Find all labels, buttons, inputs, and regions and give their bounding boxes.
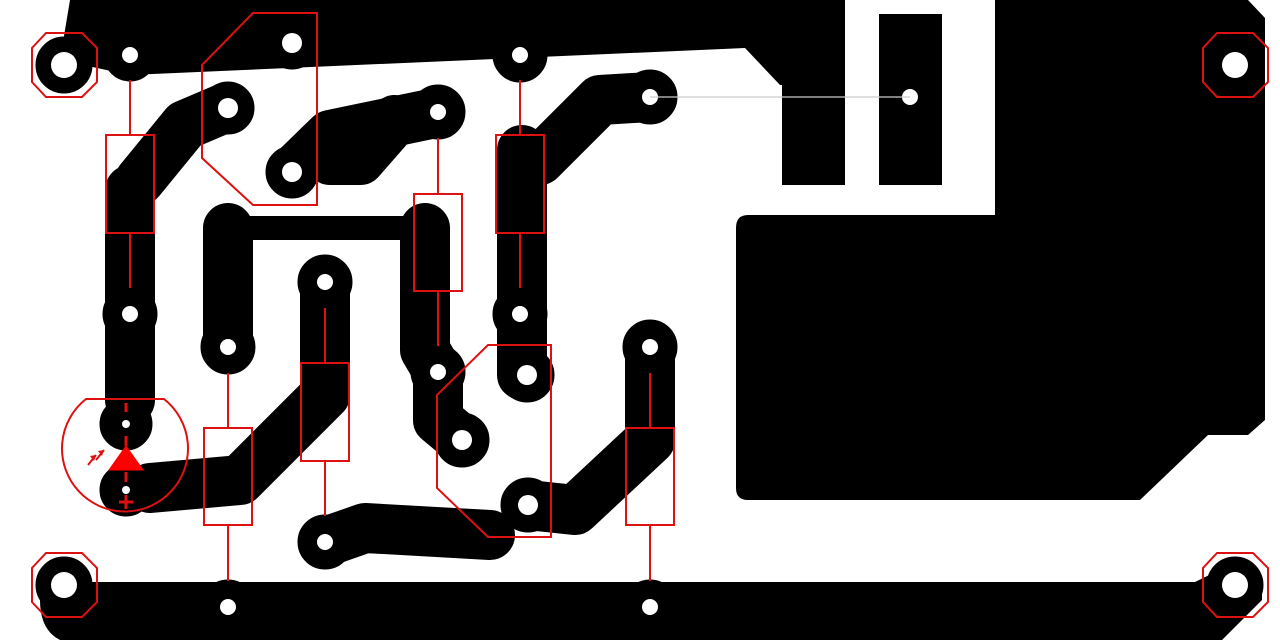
drill-hole xyxy=(517,365,537,385)
photodiode-triangle-icon xyxy=(108,445,144,471)
drill-hole xyxy=(512,47,528,63)
drill-layer xyxy=(51,33,1248,615)
mounting-hole-drill xyxy=(1222,572,1248,598)
drill-hole xyxy=(220,599,236,615)
mounting-hole-drill xyxy=(51,572,77,598)
drill-hole xyxy=(220,339,236,355)
drill-hole xyxy=(317,534,333,550)
drill-hole xyxy=(642,599,658,615)
light-arrow-head-icon xyxy=(98,450,104,456)
mounting-hole-drill xyxy=(51,52,77,78)
drill-hole xyxy=(317,274,333,290)
drill-hole xyxy=(122,47,138,63)
photodiode-outline xyxy=(61,398,189,513)
mounting-hole-outline xyxy=(31,32,98,98)
top-rail-pour xyxy=(60,0,845,85)
mosfet-tab-left xyxy=(782,85,845,185)
mounting-hole-outline xyxy=(31,552,98,618)
silkscreen-layer xyxy=(31,12,1269,618)
transistor-outline xyxy=(436,344,552,538)
drill-hole xyxy=(430,364,446,380)
drill-hole xyxy=(642,339,658,355)
right-copper-pour xyxy=(736,0,1265,500)
drill-hole xyxy=(518,495,538,515)
drill-hole xyxy=(452,430,472,450)
drill-hole xyxy=(282,162,302,182)
transistor-outline xyxy=(201,12,318,206)
drill-hole xyxy=(512,306,528,322)
mounting-hole-outline xyxy=(1202,552,1269,618)
drill-hole xyxy=(218,98,238,118)
drill-hole xyxy=(122,306,138,322)
drill-hole xyxy=(122,420,130,428)
mounting-hole-outline xyxy=(1202,32,1269,98)
mounting-hole-drill xyxy=(1222,52,1248,78)
drill-hole xyxy=(282,33,302,53)
trace-4 xyxy=(305,95,420,185)
drill-hole xyxy=(430,104,446,120)
light-arrow-head-icon xyxy=(90,455,96,461)
drill-hole xyxy=(122,486,130,494)
